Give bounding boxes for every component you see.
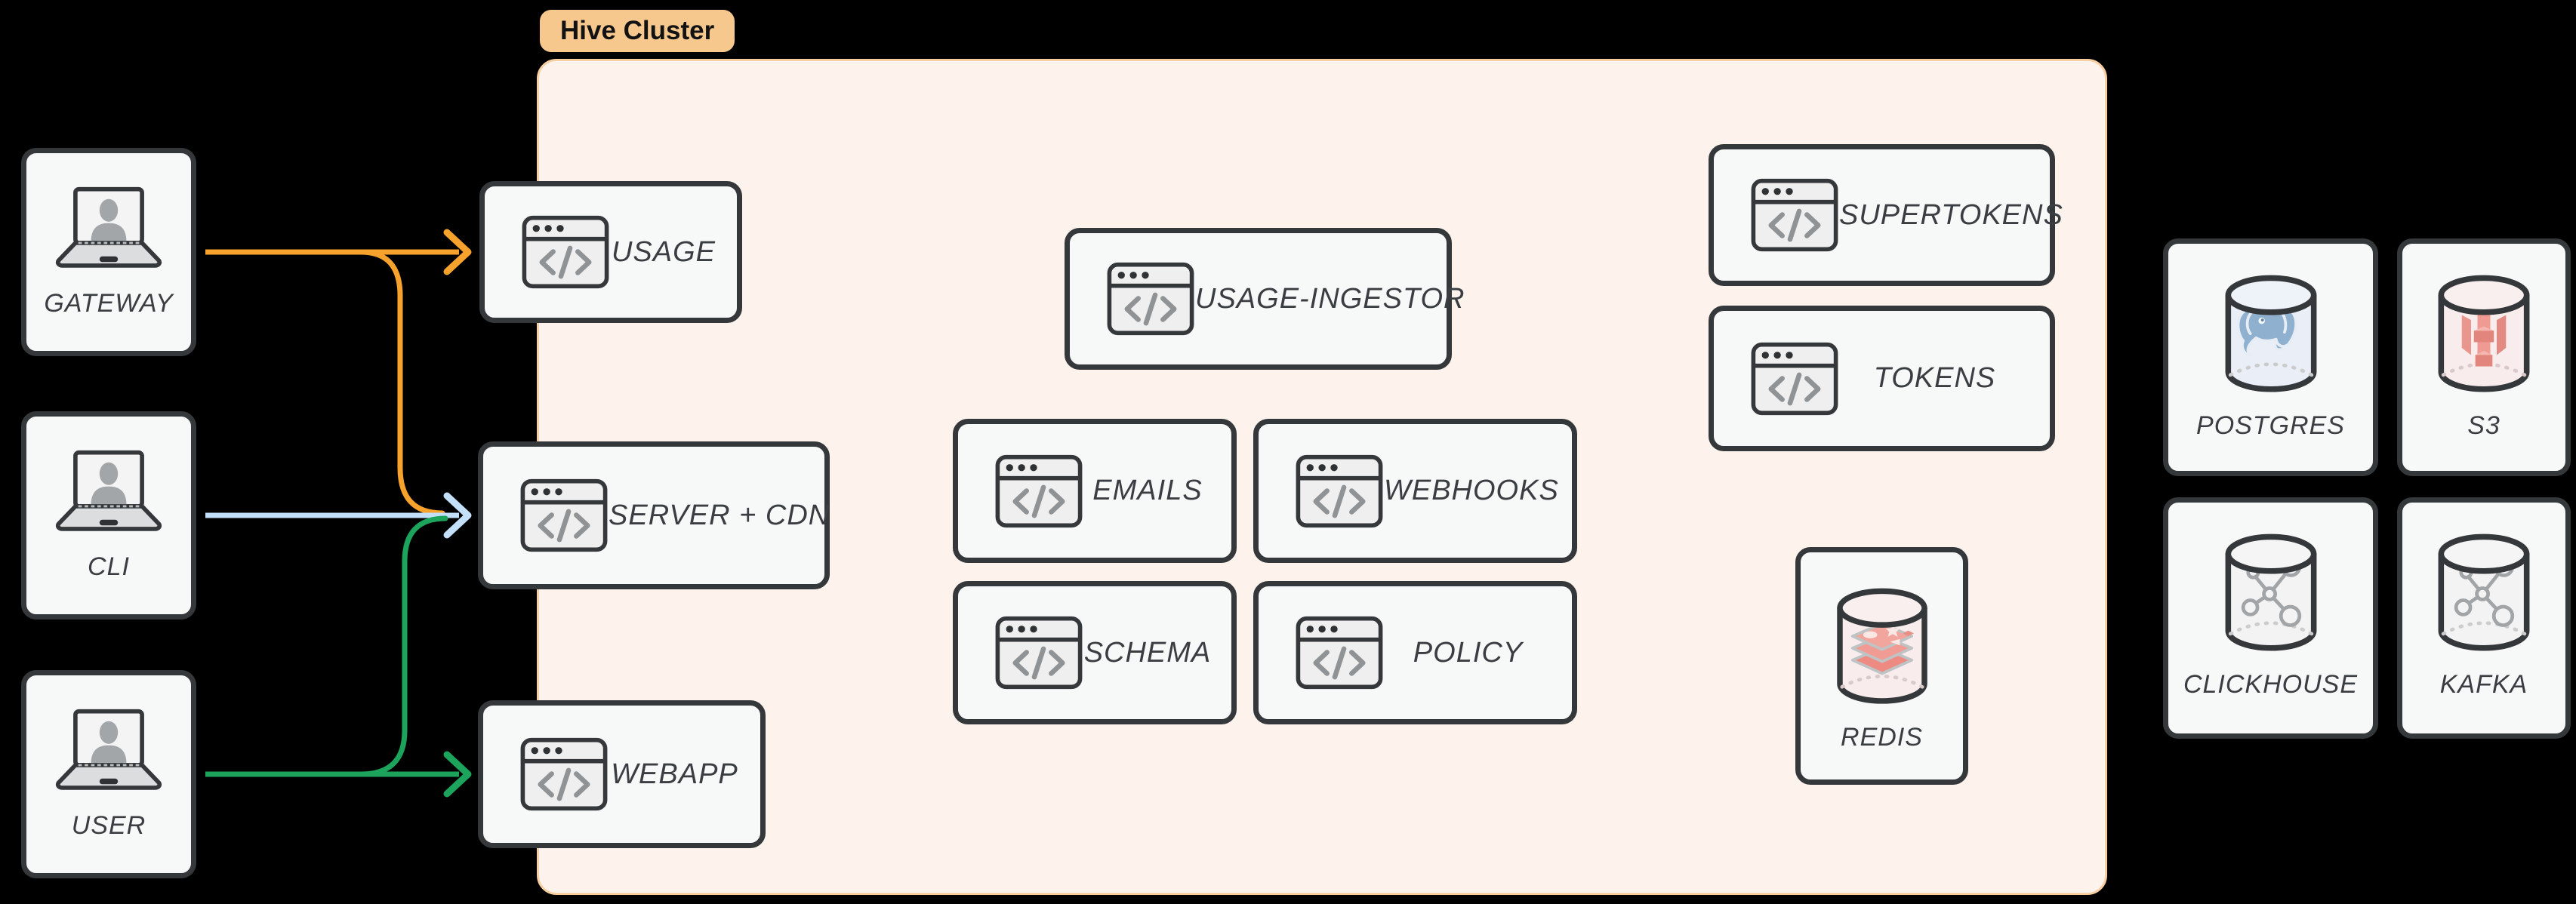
code-window-icon xyxy=(1295,616,1384,690)
node-label: REDIS xyxy=(1841,723,1923,752)
node-label: EMAILS xyxy=(1092,475,1203,506)
code-window-icon xyxy=(519,478,609,552)
laptop-user-icon xyxy=(48,185,169,277)
node-postgres[interactable]: POSTGRES xyxy=(2163,238,2378,476)
edge-cli-servercdn-arrowhead-icon xyxy=(443,492,472,539)
code-window-icon xyxy=(1750,342,1839,416)
code-window-icon xyxy=(1106,262,1195,336)
database-network-icon xyxy=(2428,530,2540,658)
node-label: SUPERTOKENS xyxy=(1839,198,2063,231)
node-label: GATEWAY xyxy=(44,289,174,318)
node-label: SCHEMA xyxy=(1083,636,1212,669)
code-window-icon xyxy=(1295,454,1384,528)
node-label: WEBAPP xyxy=(611,758,738,790)
node-schema[interactable]: SCHEMA xyxy=(953,581,1237,724)
database-s3-icon xyxy=(2428,271,2540,399)
node-policy[interactable]: POLICY xyxy=(1253,581,1577,724)
node-webapp[interactable]: WEBAPP xyxy=(478,700,766,848)
edge-gateway-servercdn xyxy=(358,249,445,516)
node-cli[interactable]: CLI xyxy=(21,411,196,620)
node-webhooks[interactable]: WEBHOOKS xyxy=(1253,419,1577,563)
node-label: SERVER + CDN xyxy=(609,499,830,531)
node-usage-ingestor[interactable]: USAGE-INGESTOR xyxy=(1065,228,1464,370)
node-label: WEBHOOKS xyxy=(1384,475,1559,506)
node-redis[interactable]: REDIS xyxy=(1795,547,1968,785)
laptop-user-icon xyxy=(48,448,169,540)
laptop-user-icon xyxy=(48,707,169,799)
node-s3[interactable]: S3 xyxy=(2397,238,2571,476)
node-label: CLI xyxy=(88,552,130,581)
node-clickhouse[interactable]: CLICKHOUSE xyxy=(2163,497,2378,739)
node-server-cdn[interactable]: SERVER + CDN xyxy=(478,441,830,589)
code-window-icon xyxy=(519,737,609,811)
code-window-icon xyxy=(994,454,1083,528)
edge-gateway-usage-arrowhead-icon xyxy=(443,229,472,275)
database-redis-icon xyxy=(1827,584,1937,711)
node-usage[interactable]: USAGE xyxy=(479,181,742,323)
node-label: USAGE-INGESTOR xyxy=(1195,282,1465,315)
code-window-icon xyxy=(1750,178,1839,252)
edge-user-webapp-arrowhead-icon xyxy=(443,751,472,798)
node-emails[interactable]: EMAILS xyxy=(953,419,1237,563)
node-label: TOKENS xyxy=(1873,362,1996,394)
node-tokens[interactable]: TOKENS xyxy=(1709,306,2055,451)
node-label: S3 xyxy=(2467,411,2501,440)
node-supertokens[interactable]: SUPERTOKENS xyxy=(1709,144,2063,286)
node-label: USER xyxy=(71,811,146,840)
node-label: POLICY xyxy=(1413,636,1524,669)
node-kafka[interactable]: KAFKA xyxy=(2397,497,2571,739)
database-network-icon xyxy=(2215,530,2327,658)
node-label: USAGE xyxy=(611,235,716,268)
database-postgres-icon xyxy=(2215,271,2327,399)
node-user[interactable]: USER xyxy=(21,670,196,878)
node-label: KAFKA xyxy=(2439,670,2528,699)
node-label: POSTGRES xyxy=(2196,411,2345,440)
node-gateway[interactable]: GATEWAY xyxy=(21,148,196,356)
node-label: CLICKHOUSE xyxy=(2183,670,2359,699)
edge-user-servercdn xyxy=(358,515,448,777)
code-window-icon xyxy=(521,215,610,289)
code-window-icon xyxy=(994,616,1083,690)
hive-cluster-label: Hive Cluster xyxy=(540,10,735,52)
